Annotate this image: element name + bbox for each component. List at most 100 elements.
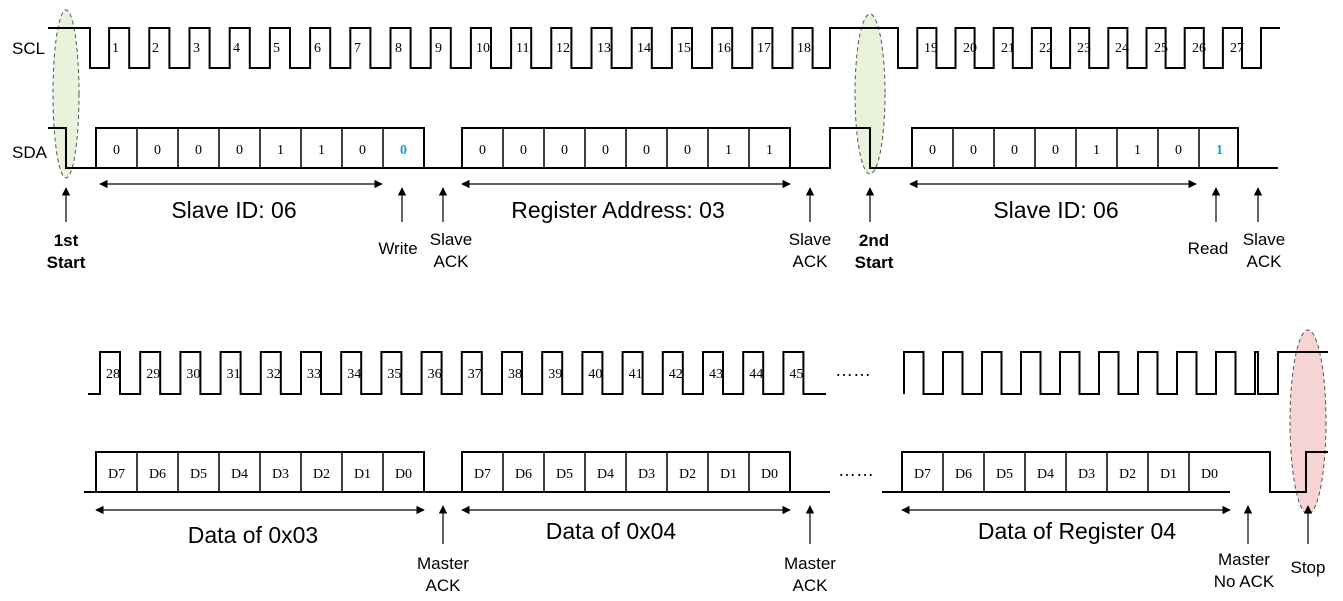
bit-value: D3 — [1078, 467, 1095, 482]
scl-clock-number: 30 — [186, 367, 200, 382]
scl-clock-number: 35 — [387, 367, 401, 382]
scl-clock-number: 16 — [717, 41, 731, 56]
scl-clock-number: 7 — [354, 41, 361, 56]
bit-value: 1 — [318, 143, 325, 158]
scl-clock-number: 14 — [637, 41, 651, 56]
bit-value: 0 — [236, 143, 243, 158]
scl-clock-number: 32 — [267, 367, 281, 382]
bit-value: 0 — [970, 143, 977, 158]
scl-clock-number: 2 — [152, 41, 159, 56]
scl-clock-number: 39 — [548, 367, 562, 382]
bit-value: D2 — [313, 467, 330, 482]
bit-value: 0 — [195, 143, 202, 158]
master-no-ack-label: Master — [1218, 550, 1270, 569]
slave-ack-label-3b: ACK — [1247, 252, 1283, 271]
scl-clock-number: 9 — [435, 41, 442, 56]
slave-id-span-label-1: Slave ID: 06 — [171, 197, 296, 223]
bit-value: D4 — [231, 467, 248, 482]
sda-continuation-dots: …… — [838, 460, 874, 480]
scl-clock-number: 33 — [307, 367, 321, 382]
scl-clock-number: 45 — [789, 367, 803, 382]
bit-value: D7 — [914, 467, 931, 482]
first-start-label: 1st — [54, 231, 79, 250]
scl-clock-number: 24 — [1115, 41, 1129, 56]
scl-clock-number: 17 — [757, 41, 771, 56]
bit-value: 0 — [113, 143, 120, 158]
scl-clock-number: 19 — [924, 41, 938, 56]
scl-clock-number: 29 — [146, 367, 160, 382]
bit-value: 0 — [643, 143, 650, 158]
scl-clock-number: 34 — [347, 367, 361, 382]
master-no-ack-label-b: No ACK — [1214, 572, 1275, 591]
bit-value: D1 — [354, 467, 371, 482]
bit-value: D3 — [272, 467, 289, 482]
scl-clock-number: 1 — [112, 41, 119, 56]
bit-value: D0 — [1201, 467, 1218, 482]
bit-value: D5 — [190, 467, 207, 482]
bit-value: D6 — [515, 467, 532, 482]
scl-clock-number: 36 — [428, 367, 442, 382]
bit-value: D5 — [996, 467, 1013, 482]
second-start-highlight — [854, 13, 886, 175]
bit-value: D3 — [638, 467, 655, 482]
bit-value: D6 — [955, 467, 972, 482]
scl-clock-number: 21 — [1001, 41, 1015, 56]
stop-label: Stop — [1291, 558, 1326, 577]
first-start-highlight — [52, 9, 80, 179]
scl-clock-number: 13 — [597, 41, 611, 56]
slave-ack-label-3: Slave — [1243, 230, 1286, 249]
slave-ack-label-2b: ACK — [793, 252, 829, 271]
scl-clock-number: 6 — [314, 41, 321, 56]
bit-value: D2 — [1119, 467, 1136, 482]
scl-clock-number: 10 — [476, 41, 490, 56]
bit-value: D4 — [1037, 467, 1054, 482]
bit-value: D7 — [108, 467, 125, 482]
bit-value: 0 — [1052, 143, 1059, 158]
bit-value: 1 — [766, 143, 773, 158]
scl-clock-number: 43 — [709, 367, 723, 382]
scl-clock-number: 20 — [963, 41, 977, 56]
bit-value: D0 — [395, 467, 412, 482]
bit-value: 1 — [1216, 143, 1223, 158]
scl-clock-number: 27 — [1230, 41, 1244, 56]
slave-ack-label-2: Slave — [789, 230, 832, 249]
bit-value: 0 — [1011, 143, 1018, 158]
first-start-label-2: Start — [47, 253, 86, 272]
read-label: Read — [1188, 239, 1229, 258]
scl-clock-number: 22 — [1039, 41, 1053, 56]
master-ack-label-2b: ACK — [793, 576, 829, 595]
bit-value: D1 — [720, 467, 737, 482]
bit-value: 0 — [154, 143, 161, 158]
slave-id-span-label-2: Slave ID: 06 — [993, 197, 1118, 223]
scl-clock-number: 42 — [669, 367, 683, 382]
bit-value: D2 — [679, 467, 696, 482]
bit-value: 1 — [725, 143, 732, 158]
bit-value: 0 — [561, 143, 568, 158]
second-start-label-2: Start — [855, 253, 894, 272]
scl-waveform-row2 — [88, 351, 1328, 395]
scl-clock-number: 26 — [1192, 41, 1206, 56]
scl-waveform-row1 — [48, 27, 1280, 69]
bit-value: D7 — [474, 467, 491, 482]
scl-clock-number: 3 — [193, 41, 200, 56]
scl-continuation-dots: …… — [835, 360, 871, 380]
slave-ack-label-1b: ACK — [434, 252, 470, 271]
scl-clock-number: 25 — [1154, 41, 1168, 56]
scl-clock-number: 8 — [395, 41, 402, 56]
bit-value: 0 — [1175, 143, 1182, 158]
scl-clock-number: 11 — [516, 41, 529, 56]
data-span-label-3: Data of Register 04 — [978, 518, 1176, 544]
scl-clock-number: 5 — [273, 41, 280, 56]
scl-clock-number: 38 — [508, 367, 522, 382]
scl-clock-number: 40 — [588, 367, 602, 382]
scl-clock-number: 44 — [749, 367, 763, 382]
data-span-label-1: Data of 0x03 — [188, 522, 318, 548]
scl-clock-number: 18 — [797, 41, 811, 56]
scl-clock-number: 37 — [468, 367, 482, 382]
bit-value: 1 — [1093, 143, 1100, 158]
stop-highlight — [1289, 329, 1327, 515]
scl-label: SCL — [12, 39, 45, 58]
